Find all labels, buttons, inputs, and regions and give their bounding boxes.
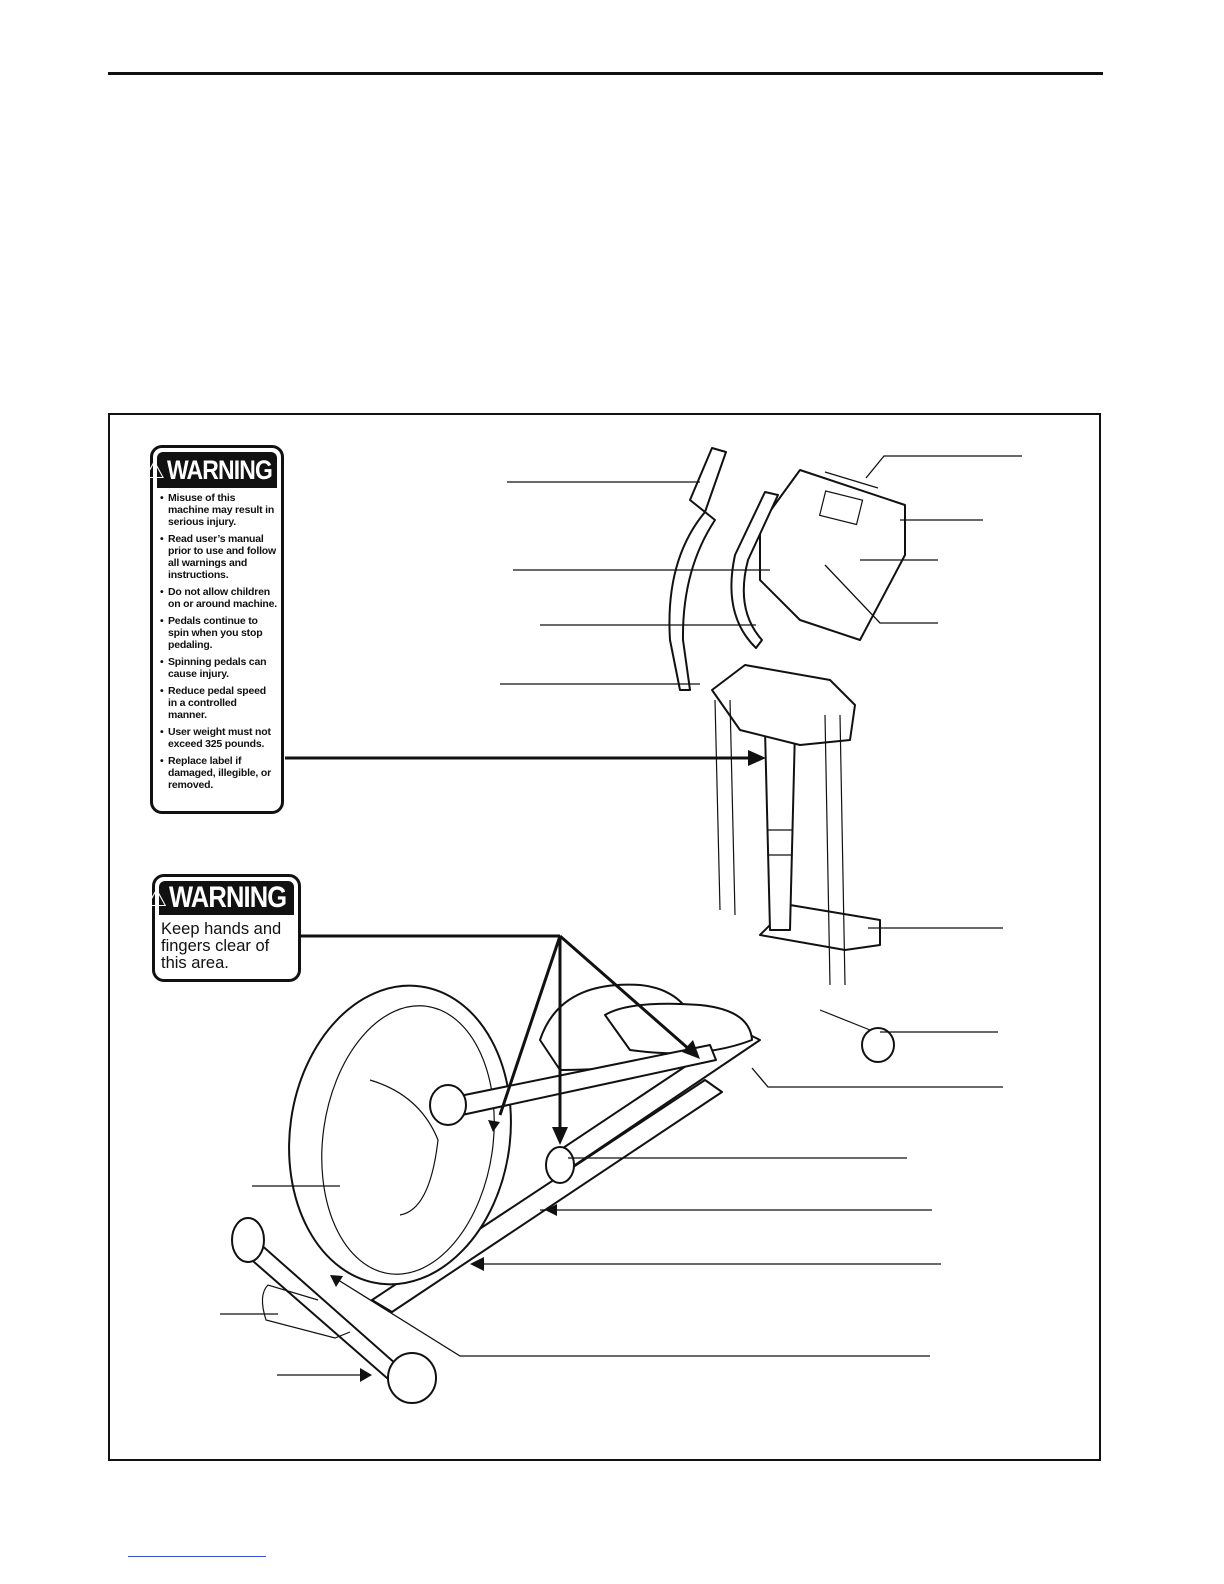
warning-item: Reduce pedal speed in a controlled manne… [159,685,277,721]
pedal-arm-wheel [545,1146,575,1184]
warning-item: Read user’s manual prior to use and foll… [159,533,277,581]
leader-lines [220,455,1022,1376]
flywheel-curve [369,1079,439,1216]
warning-triangle-icon: ⚠ [145,884,168,912]
crank-hub [429,1084,467,1126]
rear-leveler [861,1027,895,1063]
top-rule [108,72,1103,75]
left-arm [714,699,736,916]
warning-word: WARNING [169,881,287,914]
warning-pointers [285,750,766,1145]
warning-item: User weight must not exceed 325 pounds. [159,726,277,750]
front-leveler-right [387,1352,437,1404]
warning-heading: ⚠ WARNING [146,881,294,915]
warning-label-misuse: ⚠ WARNING Misuse of this machine may res… [144,445,284,814]
upright-shroud [711,664,856,746]
console [759,469,906,641]
bottom-link-underline [128,1556,266,1557]
diagram-frame [108,413,1101,1461]
left-upper-handle [668,447,727,691]
warning-label-hands: ⚠ WARNING Keep hands and fingers clear o… [146,874,301,982]
flywheel-housing [288,984,512,1286]
warning-item: Do not allow children on or around machi… [159,586,277,610]
rear-foot [819,1009,871,1031]
warning-triangle-icon: ⚠ [143,456,166,484]
right-arm [824,714,846,986]
front-wheel-left [231,1217,265,1263]
warning-item: Misuse of this machine may result in ser… [159,492,277,528]
front-handle [261,1284,351,1339]
warning-heading: ⚠ WARNING [144,452,277,488]
arrowheads [330,1120,557,1382]
right-upper-handle [730,491,779,649]
warning-text: Keep hands and fingers clear of this are… [161,920,282,972]
warning-list: Misuse of this machine may result in ser… [159,492,277,791]
console-display [818,490,864,526]
warning-item: Replace label if damaged, illegible, or … [159,755,277,791]
right-pedal [604,1002,753,1055]
warning-item: Spinning pedals can cause injury. [159,656,277,680]
flywheel-inner [321,1005,495,1275]
warning-word: WARNING [167,454,273,485]
console-tray [824,471,879,489]
warning-item: Pedals continue to spin when you stop pe… [159,615,277,651]
